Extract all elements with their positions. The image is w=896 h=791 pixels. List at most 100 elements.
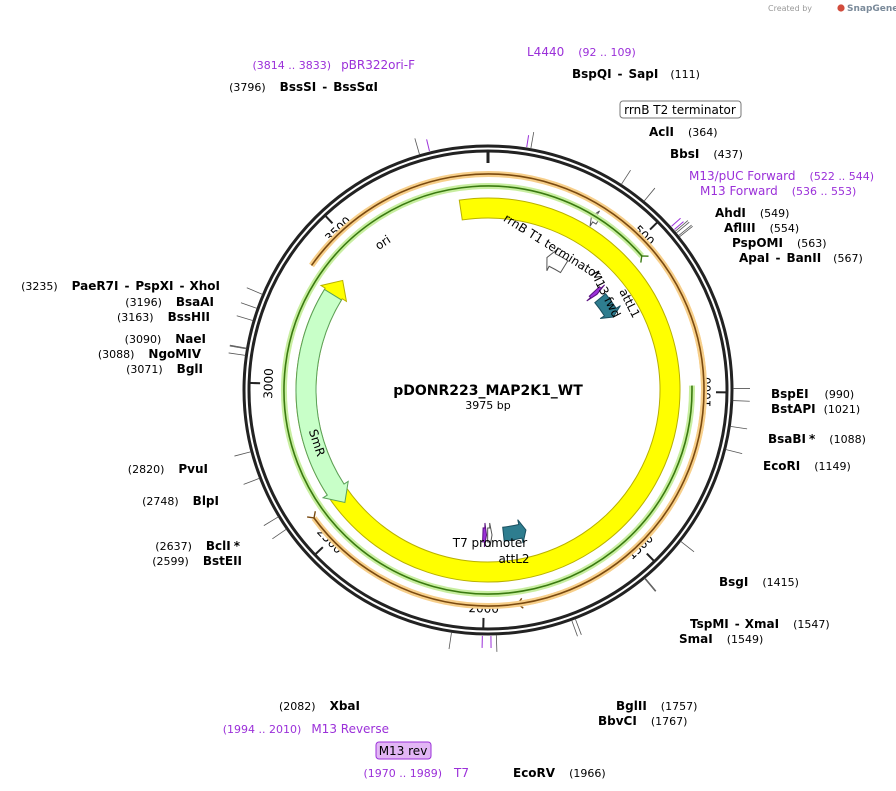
credit-created-by: Created by	[768, 4, 812, 13]
primer-l4440: L4440(92 .. 109)	[527, 45, 636, 59]
backbone	[242, 144, 734, 636]
leader-ngomiv	[229, 345, 247, 350]
feature-label-ori: ori	[372, 233, 393, 253]
plasmid-name: pDONR223_MAP2K1_WT	[393, 383, 583, 399]
primer-labels: L4440(92 .. 109) M13/pUC Forward(522 .. …	[223, 45, 874, 780]
site-labels: BspQI-SapI(111) AclI(364) BbsI(437) AhdI…	[21, 67, 866, 780]
tick-2500	[314, 546, 324, 556]
m13-rev-label: M13 rev	[379, 744, 428, 758]
site-ecori: EcoRI(1149)	[763, 459, 851, 473]
leader-lines	[228, 131, 750, 652]
tick-500	[649, 221, 659, 231]
leader-bglii	[574, 618, 582, 635]
leader-paer7i	[246, 287, 263, 295]
site-bglii: BglII(1757)	[616, 699, 697, 713]
primer-mark-l4440	[526, 135, 530, 148]
leader-naei	[229, 344, 247, 349]
primer-mark-m13-puc-forward	[671, 217, 681, 227]
backbone-outer-strand	[242, 144, 734, 636]
site-smai: SmaI(1549)	[679, 632, 763, 646]
leader-tspmi	[644, 577, 657, 592]
site-ngomiv: (3088)NgoMIV	[98, 347, 202, 361]
feature-layer	[281, 171, 707, 609]
site-acli: AclI(364)	[649, 125, 718, 139]
rrnb-t2-box	[619, 100, 742, 119]
site-bspqi: BspQI-SapI(111)	[572, 67, 700, 81]
site-bsgi: BsgI(1415)	[719, 575, 799, 589]
site-bgli: (3071)BglI	[126, 362, 203, 376]
site-ahdi: AhdI(549)	[715, 206, 789, 220]
primer-m13-puc-forward: M13/pUC Forward(522 .. 544)	[689, 169, 874, 183]
leader-apai	[679, 226, 693, 238]
leader-bsaai	[240, 302, 258, 309]
site-bsaai: (3196)BsaAI	[125, 295, 214, 309]
feature-rrnb-t1-terminator	[546, 248, 569, 274]
leader-bsshii	[236, 315, 254, 321]
leader-smai	[644, 578, 656, 592]
leader-ecorv	[495, 634, 498, 652]
site-pspomi: PspOMI(563)	[732, 236, 827, 250]
leader-ecori	[725, 449, 743, 455]
leader-ahdi	[674, 220, 689, 232]
site-afliii: AflIII(554)	[724, 221, 799, 235]
feature-t7-promoter	[487, 522, 493, 548]
leader-bsgi	[680, 541, 695, 553]
primer-m13-reverse: (1994 .. 2010)M13 Reverse	[223, 722, 389, 736]
site-bspei: BspEI(990)	[771, 387, 854, 401]
site-bsshii: (3163)BssHII	[117, 310, 210, 324]
site-bbvci: BbvCI(1767)	[598, 714, 687, 728]
credit-brand: SnapGene	[847, 4, 896, 14]
feature-smr-orf-tip	[307, 511, 316, 519]
feature-green-segment	[283, 185, 693, 595]
site-bsabi: BsaBI*(1088)	[768, 432, 866, 446]
site-bcli: (2637)BclI*	[155, 539, 240, 553]
rrnb-t2-label: rrnB T2 terminator	[624, 103, 736, 117]
tick-label-3000: 3000	[261, 368, 276, 399]
feature-m13-fwd	[586, 284, 605, 302]
leader-xbai	[448, 632, 452, 650]
site-paer7i: (3235)PaeR7I-PspXI-XhoI	[21, 279, 220, 293]
leader-bstapi	[732, 400, 750, 402]
m13-rev-box-group: M13 rev	[375, 741, 432, 760]
site-bbsi: BbsI(437)	[670, 147, 743, 161]
site-apai: ApaI-BanII(567)	[739, 251, 863, 265]
site-naei: (3090)NaeI	[125, 332, 206, 346]
feature-label-t7-promoter: T7 promoter	[452, 536, 528, 550]
site-xbai: (2082)XbaI	[279, 699, 360, 713]
leader-bgli	[228, 352, 246, 356]
primer-mark-m13-forward	[674, 221, 684, 230]
leader-acli	[620, 169, 631, 185]
site-tspmi: TspMI-XmaI(1547)	[690, 617, 830, 631]
feature-green-segment-tip	[640, 255, 649, 263]
tick-3500	[324, 214, 334, 224]
feature-label-attl2: attL2	[498, 552, 529, 566]
primer-m13-forward: M13 Forward(536 .. 553)	[700, 184, 856, 198]
feature-m13-rev	[482, 522, 488, 548]
leader-bsabi	[730, 425, 748, 430]
leader-bsssi	[414, 138, 420, 155]
feature-smr-orf	[310, 173, 705, 607]
site-bstapi: BstAPI(1021)	[771, 402, 860, 416]
site-ecorv: EcoRV(1966)	[513, 766, 606, 780]
leader-bbsi	[643, 187, 656, 202]
primer-mark-pbr322ori-f	[426, 139, 430, 152]
feature-attl1	[594, 293, 621, 320]
site-blpi: (2748)BlpI	[142, 494, 219, 508]
feature-attl2	[502, 519, 527, 544]
m13-rev-box	[375, 741, 432, 760]
rrnb-t2-terminator-box: rrnB T2 terminator	[619, 100, 742, 119]
tick-1500	[646, 552, 656, 563]
feature-smr	[295, 288, 349, 504]
leader-bsteii	[272, 528, 287, 540]
leader-pvui	[234, 451, 252, 457]
site-bsteii: (2599)BstEII	[152, 554, 242, 568]
leader-bbvci	[571, 620, 578, 637]
site-bsssi: (3796)BssSI-BssSαI	[229, 80, 378, 94]
leader-pspomi	[678, 224, 692, 237]
leader-blpi	[243, 477, 260, 485]
primer-t7: (1970 .. 1989)T7	[363, 766, 469, 780]
leader-afliii	[675, 221, 690, 234]
leader-bcli	[263, 516, 279, 526]
primer-pbr322ori-f: (3814 .. 3833)pBR322ori-F	[253, 58, 416, 72]
